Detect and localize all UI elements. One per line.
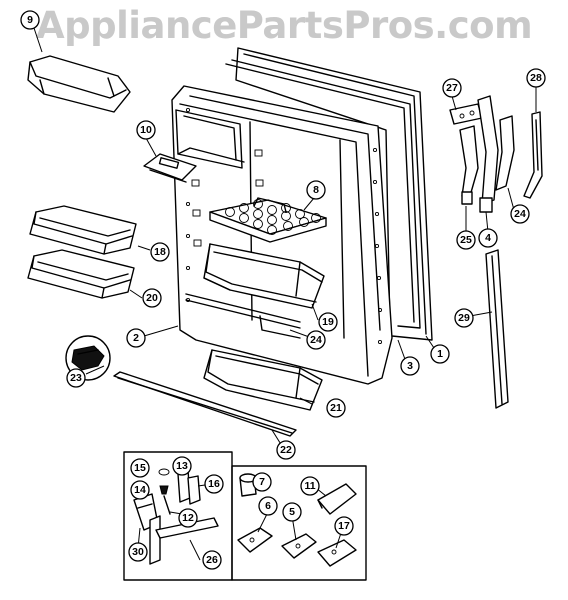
callout-4: 4 xyxy=(478,228,498,248)
callout-label-27: 27 xyxy=(446,82,458,94)
part-15-washer xyxy=(158,468,170,476)
callout-18: 18 xyxy=(150,242,170,262)
callout-label-29: 29 xyxy=(458,312,470,324)
callout-21: 21 xyxy=(326,398,346,418)
callout-5: 5 xyxy=(282,502,302,522)
watermark: AppliancePartsPros.com xyxy=(36,4,533,47)
part-16-bracket xyxy=(187,475,201,505)
callout-label-2: 2 xyxy=(133,332,139,344)
callout-label-11: 11 xyxy=(304,480,315,492)
top-cover-9 xyxy=(27,55,131,113)
callout-3: 3 xyxy=(400,356,420,376)
callout-19: 19 xyxy=(318,312,338,332)
door-gasket-outer xyxy=(225,47,433,341)
callout-9: 9 xyxy=(20,10,40,30)
callout-label-28: 28 xyxy=(530,72,542,84)
callout-8: 8 xyxy=(306,180,326,200)
shelf-bin-18 xyxy=(29,205,137,255)
egg-tray xyxy=(209,197,327,243)
part-7-plug xyxy=(239,473,257,497)
handle-trim-24 xyxy=(495,115,515,191)
callout-label-5: 5 xyxy=(289,506,295,518)
callout-27: 27 xyxy=(442,78,462,98)
callout-label-7: 7 xyxy=(259,476,265,488)
callout-label-10: 10 xyxy=(140,124,152,136)
callout-17: 17 xyxy=(334,516,354,536)
callout-label-24b: 24 xyxy=(514,208,526,220)
callout-label-4: 4 xyxy=(485,232,491,244)
callout-label-1: 1 xyxy=(437,348,443,360)
callout-label-23: 23 xyxy=(70,372,82,384)
door-shelf-bin-21 xyxy=(203,349,323,411)
hardware-box-right xyxy=(231,465,367,581)
shelf-bin-20 xyxy=(27,249,135,299)
callout-label-20: 20 xyxy=(146,292,158,304)
callout-label-19: 19 xyxy=(322,316,334,328)
callout-6: 6 xyxy=(258,496,278,516)
door-handle-strip-22 xyxy=(113,371,297,437)
part-14-screw xyxy=(159,485,169,495)
callout-30: 30 xyxy=(128,542,148,562)
liner-shelf-rails xyxy=(191,149,265,247)
callout-label-24a: 24 xyxy=(310,334,322,346)
callout-label-22: 22 xyxy=(280,444,292,456)
callout-16: 16 xyxy=(204,474,224,494)
trim-strip-29 xyxy=(485,249,509,409)
part-17-bracket xyxy=(317,539,357,567)
part-5-bracket xyxy=(281,533,317,559)
callout-label-6: 6 xyxy=(265,500,271,512)
callout-label-16: 16 xyxy=(208,478,220,490)
callout-12: 12 xyxy=(178,508,198,528)
callout-29: 29 xyxy=(454,308,474,328)
callout-label-30: 30 xyxy=(132,546,144,558)
callout-label-25: 25 xyxy=(460,234,472,246)
callout-label-3: 3 xyxy=(407,360,413,372)
callout-label-26: 26 xyxy=(206,554,218,566)
egg-cups xyxy=(225,199,321,235)
handle-25 xyxy=(459,125,479,205)
callout-24-right: 24 xyxy=(510,204,530,224)
callout-label-9: 9 xyxy=(27,14,33,26)
callout-label-12: 12 xyxy=(182,512,194,524)
callout-label-17: 17 xyxy=(338,520,350,532)
callout-15: 15 xyxy=(130,458,150,478)
callout-11: 11 xyxy=(300,476,320,496)
callout-13: 13 xyxy=(172,456,192,476)
callout-7: 7 xyxy=(252,472,272,492)
part-6-bracket xyxy=(237,527,273,553)
callout-label-18: 18 xyxy=(154,246,166,258)
callout-label-13: 13 xyxy=(176,460,188,472)
callout-2: 2 xyxy=(126,328,146,348)
callout-22: 22 xyxy=(276,440,296,460)
callout-25: 25 xyxy=(456,230,476,250)
handle-end-cap-28 xyxy=(523,111,543,199)
callout-10: 10 xyxy=(136,120,156,140)
callout-14: 14 xyxy=(130,480,150,500)
callout-label-15: 15 xyxy=(134,462,146,474)
callout-label-21: 21 xyxy=(330,402,342,414)
hinge-4 xyxy=(477,95,499,213)
part-12-pin xyxy=(163,495,171,515)
callout-26: 26 xyxy=(202,550,222,570)
callout-20: 20 xyxy=(142,288,162,308)
door-shelf-bin-19 xyxy=(203,243,325,309)
callout-label-14: 14 xyxy=(134,484,146,496)
hinge-cover-23 xyxy=(65,335,111,381)
callout-label-8: 8 xyxy=(313,184,319,196)
callout-28: 28 xyxy=(526,68,546,88)
callout-1: 1 xyxy=(430,344,450,364)
callout-24-left: 24 xyxy=(306,330,326,350)
part-11-cover xyxy=(317,483,357,515)
callout-23: 23 xyxy=(66,368,86,388)
dairy-door xyxy=(143,153,197,183)
